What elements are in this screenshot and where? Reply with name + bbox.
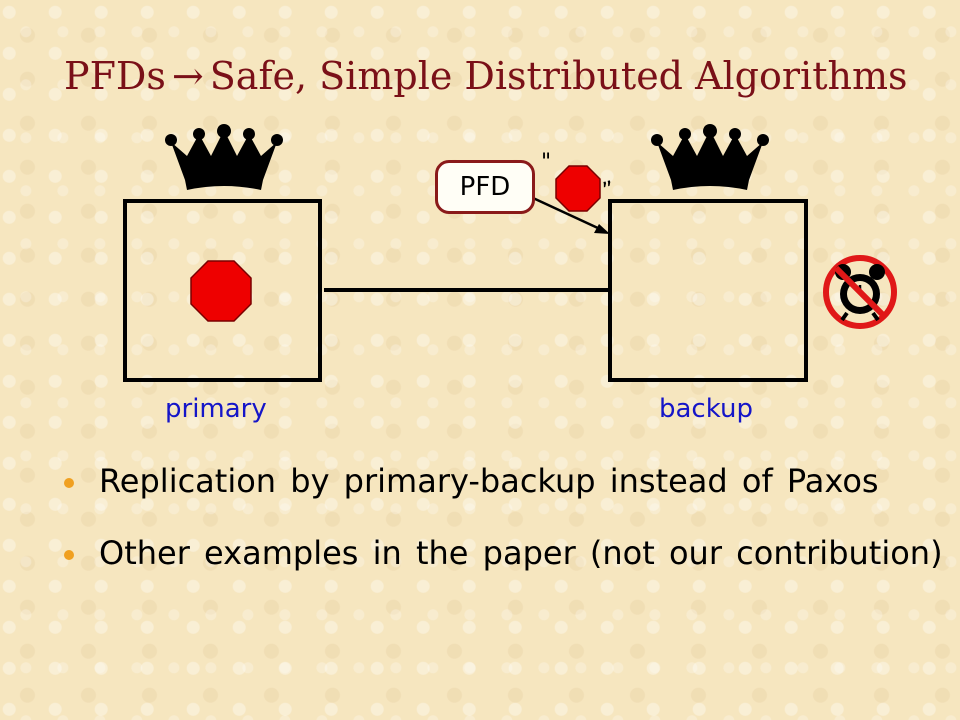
stop-sign-icon	[190, 260, 252, 322]
backup-label: backup	[659, 394, 753, 424]
pfd-box: PFD	[435, 160, 535, 214]
title-subtitle: Safe, Simple Distributed Algorithms	[209, 54, 908, 98]
crown-icon	[651, 124, 769, 190]
bullet-text: Other examples in the paper (not our con…	[99, 534, 943, 572]
arrow-icon: →	[171, 54, 204, 98]
stop-sign-icon	[555, 165, 601, 212]
no-alarm-clock-icon	[823, 255, 897, 329]
bullet-dot-icon	[64, 550, 74, 560]
slide-title: PFDs→Safe, Simple Distributed Algorithms	[64, 54, 907, 98]
pfd-arrowhead	[594, 224, 610, 234]
primary-node	[123, 199, 322, 382]
bullet-text: Replication by primary-backup instead of…	[99, 462, 879, 500]
primary-label: primary	[165, 394, 267, 424]
quote-mark-open: "	[541, 150, 552, 175]
backup-node	[608, 199, 808, 382]
title-pfds: PFDs	[64, 54, 166, 98]
bullet-dot-icon	[64, 478, 74, 488]
crown-icon	[165, 124, 283, 190]
pfd-arrow	[532, 196, 601, 231]
